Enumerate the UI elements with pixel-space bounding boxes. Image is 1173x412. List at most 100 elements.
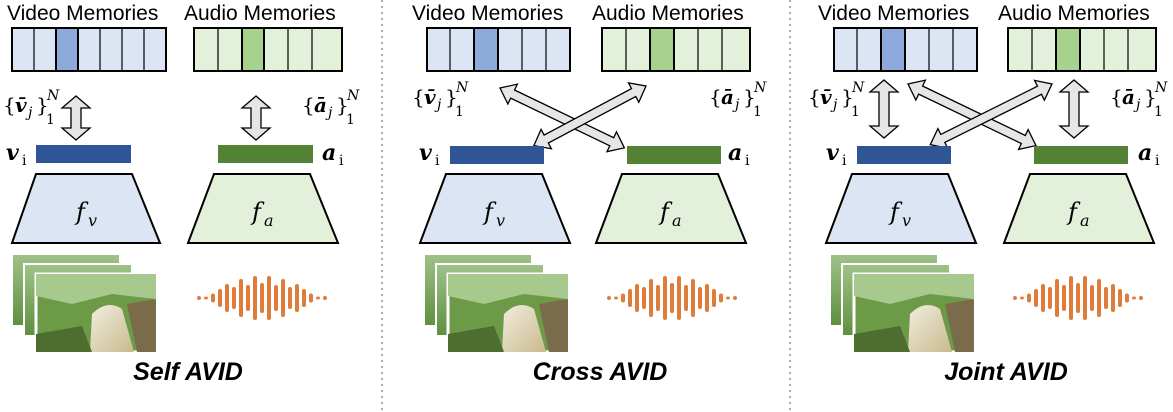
svg-text:ā: ā [1122,85,1135,109]
svg-text:v̄: v̄ [15,93,27,117]
waveform-bar [1069,276,1073,320]
waveform-bar [691,279,695,317]
double-arrow-icon [60,95,92,141]
audio-memory-bank [1007,27,1157,72]
waveform-bar [635,284,639,312]
waveform-dot [323,296,327,300]
video-memory-slot-highlight [880,27,906,72]
video-memories-label: Video Memories [412,2,563,25]
audio-encoder [594,173,748,244]
waveform-bar [684,285,688,311]
audio-memory-bank [601,27,751,72]
audio-memories-label: Audio Memories [592,2,744,25]
waveform-bar [1111,284,1115,312]
audio-waveform-icon [607,276,737,320]
video-feature-label: v [6,140,19,166]
waveform-bar [274,285,278,311]
waveform-bar [1027,293,1031,303]
svg-text:v̄: v̄ [820,85,832,109]
waveform-bar [1020,296,1024,300]
svg-text:ā: ā [314,93,327,117]
audio-feature-label: a [322,140,336,166]
svg-text:N: N [46,88,60,104]
double-arrow-icon [499,83,626,153]
svg-text:a: a [264,211,274,230]
svg-text:j: j [830,97,838,113]
waveform-bar [642,287,646,309]
svg-text:}: } [336,93,349,117]
svg-text:N: N [1154,80,1168,96]
waveform-bar [281,279,285,317]
double-arrow-icon [907,79,1037,151]
svg-text:v: v [902,211,911,230]
audio-feature-label: a [1138,140,1152,166]
video-memories-label: Video Memories [818,2,969,25]
svg-text:1: 1 [753,104,762,120]
waveform-bar [1083,276,1087,320]
waveform-bar [670,283,674,313]
svg-text:j: j [25,105,33,121]
waveform-bar [1097,279,1101,317]
panel-self-avid: Video Memories Audio Memories { v̄ j [3,2,360,386]
panel-cross-avid: Video Memories Audio Memories { v̄ j } N… [412,2,767,386]
waveform-bar [656,285,660,311]
waveform-bar [246,285,250,311]
double-arrow-icon [240,95,272,141]
audio-memories-label: Audio Memories [998,2,1150,25]
svg-text:{: { [412,85,425,109]
audio-feature-bar [218,145,313,163]
waveform-bar [677,276,681,320]
waveform-dot [1013,296,1017,300]
waveform-bar [621,293,625,303]
audio-memory-bank [193,27,343,72]
audio-memory-set-label: { ā j } N 1 [709,80,767,120]
video-frames-icon [423,253,570,354]
svg-text:v: v [88,211,97,230]
waveform-bar [295,284,299,312]
waveform-bar [239,279,243,317]
waveform-bar [267,276,271,320]
svg-text:N: N [851,80,865,96]
video-encoder [10,173,162,244]
audio-memory-set-label: { ā j } N 1 [1110,80,1168,120]
svg-text:N: N [346,88,360,104]
waveform-bar [218,289,222,307]
svg-text:}: } [841,85,854,109]
svg-text:{: { [302,93,315,117]
video-frames-icon [829,253,976,354]
svg-text:{: { [1110,85,1123,109]
waveform-bar [260,283,264,313]
video-frames-icon [11,253,158,354]
waveform-bar [719,293,723,303]
svg-text:N: N [455,80,469,96]
video-memory-slot-highlight [473,27,499,72]
svg-text:}: } [36,93,49,117]
svg-text:v̄: v̄ [424,85,436,109]
double-arrow-icon [532,81,647,150]
panel-title: Self AVID [133,358,243,386]
video-memory-slot-highlight [55,27,79,72]
waveform-dot [733,296,737,300]
waveform-bar [649,279,653,317]
waveform-bar [1055,279,1059,317]
svg-text:ā: ā [721,85,734,109]
svg-text:}: } [1144,85,1157,109]
svg-text:j: j [732,97,740,113]
waveform-bar [288,287,292,309]
video-memory-set-label: { v̄ j } N 1 [412,80,469,120]
svg-text:{: { [3,93,16,117]
waveform-bar [726,296,730,300]
video-memory-bank [426,27,571,72]
svg-text:1: 1 [346,112,355,128]
waveform-bar [1062,285,1066,311]
waveform-bar [253,276,257,320]
audio-encoder [1002,173,1156,244]
waveform-dot [1139,296,1143,300]
video-encoder [418,173,572,244]
waveform-bar [1132,296,1136,300]
svg-text:i: i [339,153,344,169]
video-memory-set-label: { v̄ j } N 1 [808,80,865,120]
audio-feature-bar [1034,146,1128,164]
waveform-bar [316,296,320,300]
svg-text:1: 1 [851,104,860,120]
